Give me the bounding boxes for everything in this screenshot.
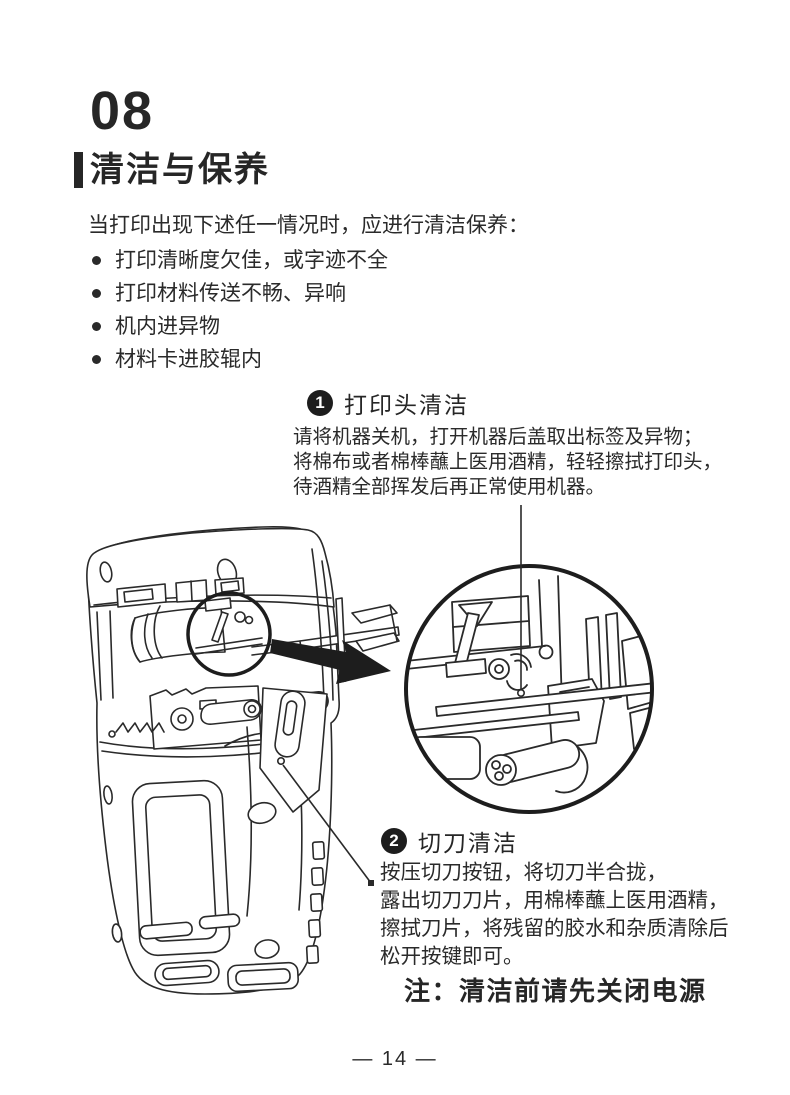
intro-text: 当打印出现下述任一情况时，应进行清洁保养： (88, 214, 529, 237)
list-item-text: 机内进异物 (115, 315, 220, 338)
chapter-number: 08 (90, 81, 155, 141)
label-window (131, 779, 231, 957)
step2-line: 按压切刀按钮，将切刀半合拢， (380, 861, 667, 884)
step1-instructions: 请将机器关机，打开机器后盖取出标签及异物； 将棉布或者棉棒蘸上医用酒精，轻轻擦拭… (293, 425, 722, 500)
printer-back-cover (103, 687, 328, 993)
step2-line: 擦拭刀片，将残留的胶水和杂质清除后 (380, 917, 729, 940)
print-head-highlight-circle (186, 591, 272, 677)
print-head-area (195, 597, 263, 655)
cutter-leader-line (276, 756, 374, 886)
list-item: 材料卡进胶辊内 (92, 347, 388, 380)
side-buttons (305, 840, 326, 964)
step1-title: 打印头清洁 (344, 391, 469, 418)
list-item: 打印材料传送不畅、异响 (92, 281, 388, 314)
power-off-note: 注：清洁前请先关闭电源 (404, 976, 707, 1006)
step2-title: 切刀清洁 (418, 829, 518, 856)
bullet-dot-icon (92, 289, 101, 298)
step1-heading: 1 打印头清洁 (307, 389, 469, 418)
list-item: 打印清晰度欠佳，或字迹不全 (92, 248, 388, 281)
magnified-detail-circle (404, 564, 654, 814)
page-title: 清洁与保养 (90, 151, 270, 189)
cutter-button (274, 690, 306, 758)
zoom-arrow-icon (270, 639, 391, 684)
step1-line: 待酒精全部挥发后再正常使用机器。 (293, 476, 606, 498)
bullet-dot-icon (92, 256, 101, 265)
page-number: — 14 — (352, 1048, 438, 1070)
symptom-bullet-list: 打印清晰度欠佳，或字迹不全 打印材料传送不畅、异响 机内进异物 材料卡进胶辊内 (92, 248, 388, 380)
section-title-row: 清洁与保养 (74, 151, 270, 189)
bullet-dot-icon (92, 355, 101, 364)
list-item-text: 打印材料传送不畅、异响 (115, 282, 346, 305)
step2-line: 露出切刀刀片，用棉棒蘸上医用酒精， (380, 889, 729, 912)
list-item-text: 材料卡进胶辊内 (115, 348, 262, 371)
step1-line: 请将机器关机，打开机器后盖取出标签及异物； (293, 426, 703, 448)
step2-instructions: 按压切刀按钮，将切刀半合拢， 露出切刀刀片，用棉棒蘸上医用酒精， 擦拭刀片，将残… (380, 859, 729, 971)
step1-line: 将棉布或者棉棒蘸上医用酒精，轻轻擦拭打印头， (293, 451, 723, 473)
bullet-dot-icon (92, 322, 101, 331)
step2-number-badge: 2 (381, 827, 407, 854)
list-item-text: 打印清晰度欠佳，或字迹不全 (115, 249, 388, 272)
step1-number-badge: 1 (307, 389, 333, 416)
list-item: 机内进异物 (92, 314, 388, 347)
step2-heading: 2 切刀清洁 (381, 827, 518, 856)
printer-top-lid (86, 527, 335, 608)
print-head-pointer-line (516, 505, 525, 697)
step2-line: 松开按键即可。 (380, 945, 524, 968)
title-accent-bar (74, 152, 83, 188)
